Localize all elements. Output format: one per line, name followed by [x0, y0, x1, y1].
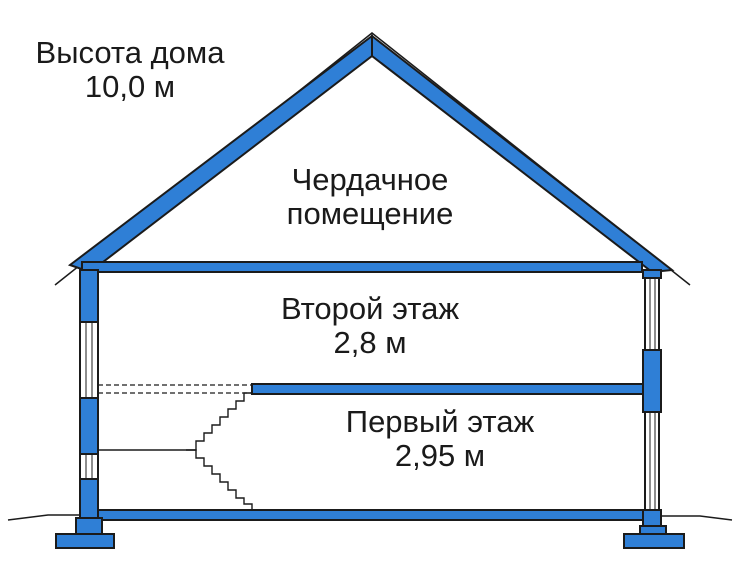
attic-label-line1: Чердачное	[291, 162, 449, 197]
attic-floor-slab	[81, 261, 643, 273]
house-height-label: Высота дома 10,0 м	[20, 36, 240, 104]
second-floor-label: Второй этаж 2,8 м	[230, 292, 510, 360]
first-floor-height: 2,95 м	[394, 438, 486, 473]
house-height-value: 10,0 м	[84, 69, 176, 104]
second-floor-slab	[251, 383, 651, 395]
house-height-title: Высота дома	[35, 35, 225, 70]
first-floor-title: Первый этаж	[345, 404, 535, 439]
staircase	[98, 392, 262, 511]
roof-right-slope	[371, 33, 675, 274]
right-wall	[642, 269, 662, 529]
attic-label-line2: помещение	[286, 196, 454, 231]
first-floor-label: Первый этаж 2,95 м	[300, 405, 580, 473]
stair-opening-dashed	[98, 384, 252, 394]
left-wall	[79, 269, 99, 520]
second-floor-title: Второй этаж	[280, 291, 460, 326]
second-floor-height: 2,8 м	[333, 325, 407, 360]
ground-floor-slab	[81, 509, 653, 521]
ground-line	[7, 514, 733, 521]
attic-label: Чердачное помещение	[250, 163, 490, 231]
foundations	[55, 517, 685, 549]
